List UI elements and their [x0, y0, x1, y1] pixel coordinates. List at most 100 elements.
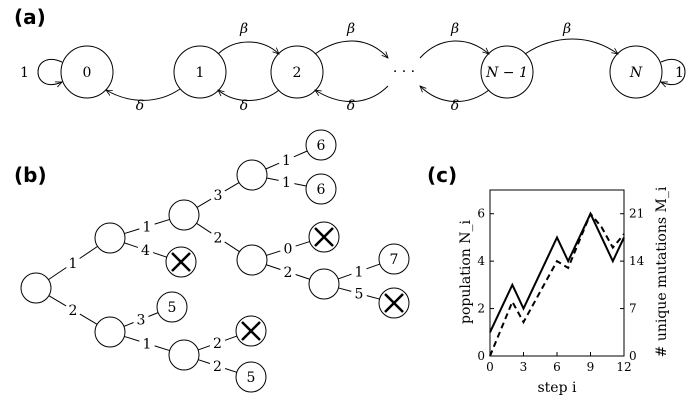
tree-edge-label: 3 [137, 313, 146, 329]
markov-chain: 0 1 2 N − 1 N 1 1 β β β β δ δ δ δ · · · [20, 21, 686, 114]
forward-rate-label-1: β [239, 21, 248, 37]
self-loop-arrow-n [661, 59, 686, 84]
tree-edge [337, 273, 352, 280]
extinct-cross-icon [241, 321, 261, 341]
x-tick-label: 12 [616, 360, 631, 374]
tree-edge [124, 335, 140, 342]
state-label-1: 1 [196, 65, 205, 81]
y-left-tick-label: 6 [477, 207, 485, 221]
tree-edge [293, 150, 308, 158]
tree-edge [295, 241, 310, 247]
tree-edge-label: 1 [355, 265, 364, 281]
tree-node [236, 159, 268, 191]
tree-edge [266, 250, 281, 256]
tree-edge [197, 345, 211, 351]
tree-edge-label: 1 [69, 256, 78, 272]
extinct-cross-icon [314, 227, 334, 247]
tree-edge [224, 368, 237, 373]
forward-rate-label-3: β [450, 21, 459, 37]
chain-ellipsis: · · · [393, 64, 415, 80]
backward-arrow-2-1 [218, 90, 280, 101]
y-left-tick-label: 0 [477, 349, 485, 363]
tree-edge [224, 241, 240, 253]
tree-edge [196, 222, 212, 234]
tree-edge-label: 0 [284, 242, 293, 258]
tree-edge [196, 198, 212, 208]
population-series-line [489, 211, 625, 333]
y-right-tick-label: 14 [629, 254, 645, 268]
tree-leaf-node [305, 173, 337, 205]
tree-node [308, 268, 340, 300]
tree-edge [124, 242, 139, 248]
self-loop-label-n: 1 [675, 65, 684, 81]
tree-edge [48, 295, 67, 307]
tree-edge [338, 287, 352, 292]
tree-edge [198, 359, 211, 364]
state-node-1 [173, 45, 227, 99]
self-loop-arrow-0 [37, 59, 62, 84]
y-right-tick-label: 7 [629, 302, 637, 316]
y-left-tick-label: 4 [477, 254, 485, 268]
tree-edge [152, 252, 167, 258]
tree-edge [266, 264, 281, 270]
tree-edge [48, 267, 67, 281]
tree-edge-label: 5 [355, 287, 364, 303]
tree-edge-label: 1 [143, 337, 152, 353]
state-label-n: N [629, 65, 643, 81]
tree-edge-label: 2 [69, 303, 78, 319]
backward-rate-label-3: δ [347, 98, 355, 114]
x-tick-label: 9 [587, 360, 595, 374]
tree-edge [265, 162, 280, 170]
tree-leaf-node [305, 129, 337, 161]
tree-leaf-label: 5 [168, 300, 177, 316]
backward-rate-label-2: δ [240, 98, 248, 114]
forward-arrow-ellipsis-nm1 [419, 40, 489, 59]
tree-leaf-label: 6 [317, 182, 326, 198]
population-chart: population N_i # unique mutations M_i st… [458, 186, 670, 396]
y-axis-right-title: # unique mutations M_i [654, 186, 670, 357]
tree-leaf-label: 6 [317, 138, 326, 154]
tree-edge [266, 177, 279, 181]
tree-edge-label: 1 [143, 220, 152, 236]
x-tick-label: 3 [520, 360, 528, 374]
tree-edge-label: 2 [213, 336, 222, 352]
tree-edge [123, 322, 134, 327]
backward-arrow-1-0 [106, 88, 181, 101]
forward-arrow-1-2 [217, 41, 279, 54]
x-tick-label: 0 [486, 360, 494, 374]
plot-frame [489, 189, 625, 357]
tree-edge [366, 263, 381, 270]
tree-edge [79, 245, 98, 259]
y-right-tick-label: 0 [629, 349, 637, 363]
mutations-series-line [489, 211, 625, 357]
forward-arrow-2-ellipsis [314, 40, 388, 58]
tree-node [20, 272, 52, 304]
tree-edge [154, 345, 170, 352]
tree-node [168, 199, 200, 231]
tree-edge [295, 274, 310, 280]
backward-rate-label-1: δ [136, 98, 144, 114]
x-tick-label: 6 [553, 360, 561, 374]
panel-b-label: (b) [14, 163, 47, 187]
forward-rate-label-4: β [562, 21, 571, 37]
state-node-0 [60, 45, 114, 99]
tree-edge-label: 3 [214, 188, 223, 204]
tree-edge [124, 228, 140, 235]
panel-a-label: (a) [14, 5, 46, 29]
tree-node [94, 316, 126, 348]
backward-arrow-ellipsis-2 [315, 85, 389, 102]
tree-edge [154, 218, 170, 225]
tree-edge-label: 2 [213, 359, 222, 375]
extinct-cross-icon [384, 293, 404, 313]
tree-edge [148, 312, 159, 317]
forward-rate-label-2: β [346, 21, 355, 37]
tree-edge [294, 183, 307, 187]
tree-edge [366, 295, 380, 300]
state-label-n-minus-1: N − 1 [485, 65, 528, 81]
tree-leaf-node [235, 361, 267, 393]
tree-leaf-label: 5 [247, 370, 256, 386]
state-label-2: 2 [293, 65, 302, 81]
state-label-0: 0 [83, 65, 92, 81]
